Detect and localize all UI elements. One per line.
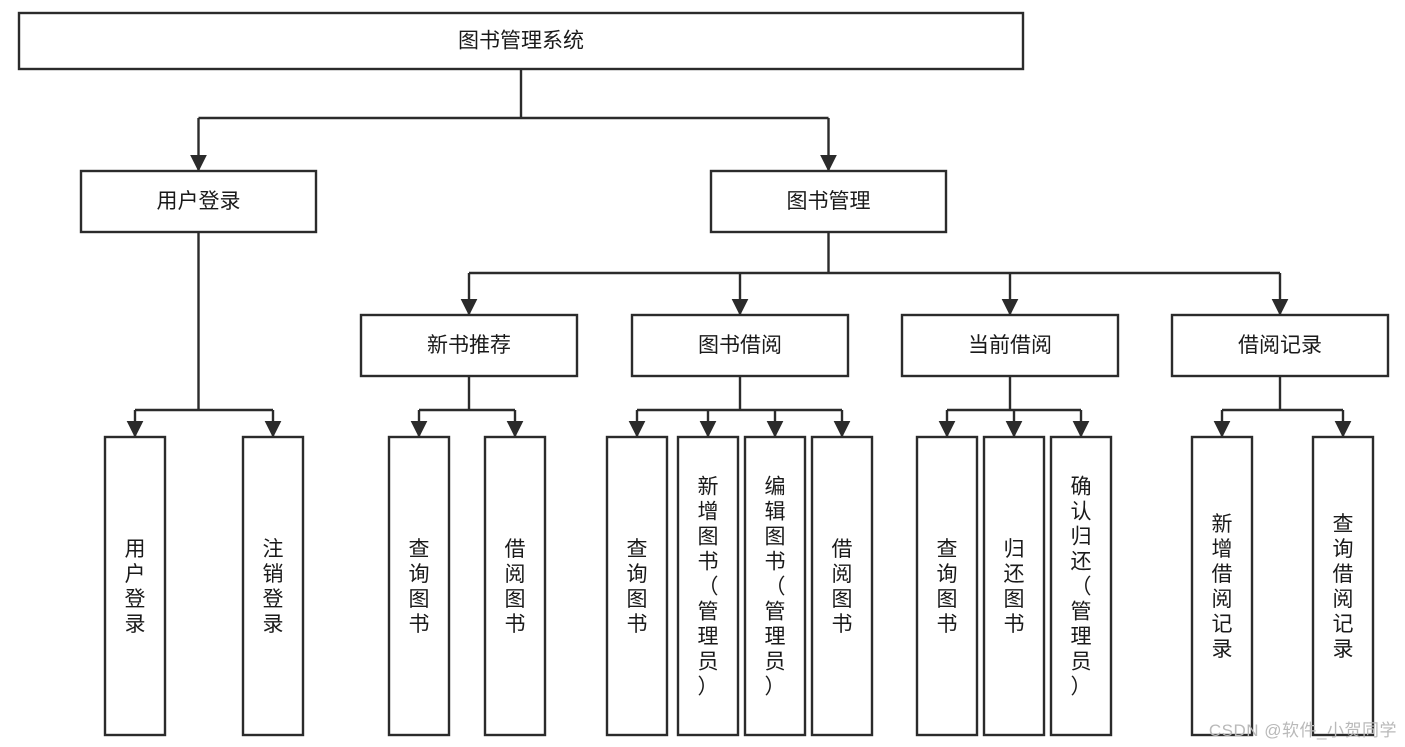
node-leaf12[interactable]: 新增借阅记录 xyxy=(1190,435,1254,737)
node-label: 借阅记录 xyxy=(1238,334,1322,357)
node-leaf2[interactable]: 注销登录 xyxy=(241,435,305,737)
node-label: 用户登录 xyxy=(157,190,241,213)
node-label: 图书借阅 xyxy=(698,334,782,357)
node-label: 确认归还（管理员） xyxy=(1071,476,1092,699)
node-label: 新增借阅记录 xyxy=(1212,513,1233,661)
node-label: 图书管理系统 xyxy=(458,30,584,53)
node-leaf11[interactable]: 确认归还（管理员） xyxy=(1049,435,1113,737)
node-leaf4[interactable]: 借阅图书 xyxy=(483,435,547,737)
node-label: 新书推荐 xyxy=(427,334,511,357)
node-newbook[interactable]: 新书推荐 xyxy=(359,313,579,378)
node-records[interactable]: 借阅记录 xyxy=(1170,313,1390,378)
node-layer: 图书管理系统用户登录图书管理新书推荐图书借阅当前借阅借阅记录用户登录注销登录查询… xyxy=(17,11,1390,737)
node-leaf3[interactable]: 查询图书 xyxy=(387,435,451,737)
node-label: 归还图书 xyxy=(1004,538,1025,636)
node-label: 当前借阅 xyxy=(968,334,1052,357)
csdn-watermark: CSDN @软件_小贺同学 xyxy=(1208,721,1397,740)
node-leaf5[interactable]: 查询图书 xyxy=(605,435,669,737)
node-login[interactable]: 用户登录 xyxy=(79,169,318,234)
node-label: 查询图书 xyxy=(627,538,648,636)
node-label: 查询图书 xyxy=(937,538,958,636)
node-leaf1[interactable]: 用户登录 xyxy=(103,435,167,737)
node-leaf7[interactable]: 编辑图书（管理员） xyxy=(743,435,807,737)
node-leaf8[interactable]: 借阅图书 xyxy=(810,435,874,737)
connector-layer xyxy=(126,69,1352,438)
node-label: 编辑图书（管理员） xyxy=(765,476,786,699)
node-label: 新增图书（管理员） xyxy=(698,476,719,699)
node-current[interactable]: 当前借阅 xyxy=(900,313,1120,378)
node-label: 查询图书 xyxy=(409,538,430,636)
node-borrow[interactable]: 图书借阅 xyxy=(630,313,850,378)
node-leaf9[interactable]: 查询图书 xyxy=(915,435,979,737)
node-leaf6[interactable]: 新增图书（管理员） xyxy=(676,435,740,737)
node-label: 借阅图书 xyxy=(832,538,853,636)
node-label: 用户登录 xyxy=(125,538,146,636)
node-leaf13[interactable]: 查询借阅记录 xyxy=(1311,435,1375,737)
node-root[interactable]: 图书管理系统 xyxy=(17,11,1025,71)
node-label: 注销登录 xyxy=(263,538,284,636)
node-leaf10[interactable]: 归还图书 xyxy=(982,435,1046,737)
node-label: 借阅图书 xyxy=(505,538,526,636)
node-label: 图书管理 xyxy=(787,190,871,213)
node-bookmgmt[interactable]: 图书管理 xyxy=(709,169,948,234)
node-label: 查询借阅记录 xyxy=(1333,513,1354,661)
